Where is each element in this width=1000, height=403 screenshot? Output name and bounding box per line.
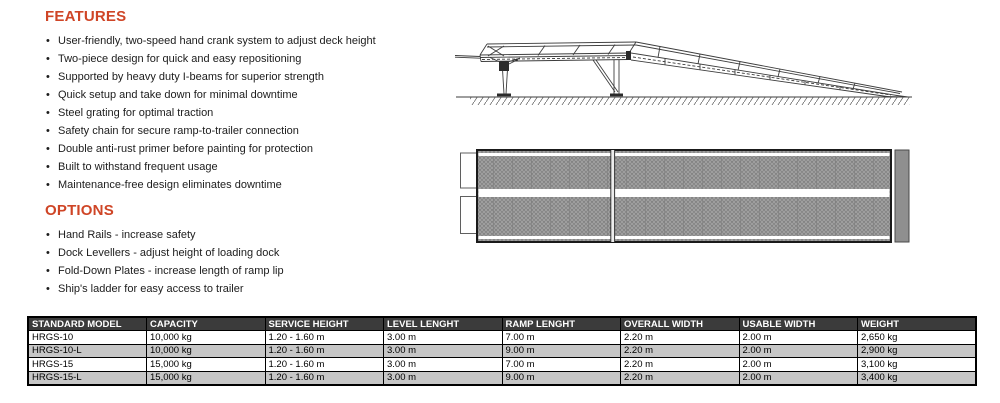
table-cell: 3.00 m: [383, 330, 503, 345]
column-header-capacity: CAPACITY: [146, 316, 266, 331]
table-cell: 15,000 kg: [146, 370, 266, 386]
table-cell: 9.00 m: [501, 343, 621, 358]
table-row: HRGS-10 10,000 kg 1.20 - 1.60 m 3.00 m 7…: [27, 330, 977, 345]
options-list: Hand Rails - increase safety Dock Levell…: [45, 226, 445, 298]
features-section: FEATURES User-friendly, two-speed hand c…: [45, 8, 445, 194]
option-item: Ship's ladder for easy access to trailer: [45, 280, 445, 298]
table-cell: 10,000 kg: [146, 343, 266, 358]
features-list: User-friendly, two-speed hand crank syst…: [45, 32, 445, 194]
table-cell: 2.20 m: [620, 357, 740, 372]
table-cell: 1.20 - 1.60 m: [264, 357, 384, 372]
feature-item: Built to withstand frequent usage: [45, 158, 445, 176]
table-cell: 3.00 m: [383, 370, 503, 386]
feature-item: Maintenance-free design eliminates downt…: [45, 176, 445, 194]
feature-item: Steel grating for optimal traction: [45, 104, 445, 122]
feature-item: Supported by heavy duty I-beams for supe…: [45, 68, 445, 86]
ramp-top-view-drawing: [455, 145, 915, 245]
table-cell: 2.20 m: [620, 343, 740, 358]
column-header-usable-width: USABLE WIDTH: [738, 316, 858, 331]
table-cell: 7.00 m: [501, 330, 621, 345]
column-header-service-height: SERVICE HEIGHT: [264, 316, 384, 331]
table-row: HRGS-15 15,000 kg 1.20 - 1.60 m 3.00 m 7…: [27, 357, 977, 372]
table-cell: 2.20 m: [620, 330, 740, 345]
ramp-top-view-svg: [460, 149, 910, 243]
ramp-side-view-svg: [454, 41, 912, 105]
table-cell: 3.00 m: [383, 343, 503, 358]
column-header-ramp-length: RAMP LENGHT: [501, 316, 621, 331]
feature-item: Quick setup and take down for minimal do…: [45, 86, 445, 104]
option-item: Hand Rails - increase safety: [45, 226, 445, 244]
table-cell: HRGS-10: [27, 330, 147, 345]
table-cell: HRGS-10-L: [27, 343, 147, 358]
column-header-weight: WEIGHT: [857, 316, 977, 331]
table-cell: 15,000 kg: [146, 357, 266, 372]
table-cell: 2.00 m: [738, 343, 858, 358]
table-cell: 1.20 - 1.60 m: [264, 370, 384, 386]
column-header-level-length: LEVEL LENGHT: [383, 316, 503, 331]
spec-table-head: STANDARD MODEL CAPACITY SERVICE HEIGHT L…: [27, 316, 977, 331]
table-cell: HRGS-15: [27, 357, 147, 372]
table-row: HRGS-15-L 15,000 kg 1.20 - 1.60 m 3.00 m…: [27, 370, 977, 386]
table-cell: 2.00 m: [738, 357, 858, 372]
table-cell: 9.00 m: [501, 370, 621, 386]
table-cell: 10,000 kg: [146, 330, 266, 345]
options-heading: OPTIONS: [45, 202, 114, 219]
spec-table: STANDARD MODEL CAPACITY SERVICE HEIGHT L…: [27, 316, 977, 386]
options-section: OPTIONS Hand Rails - increase safety Doc…: [45, 202, 445, 298]
option-item: Fold-Down Plates - increase length of ra…: [45, 262, 445, 280]
table-cell: 3,100 kg: [857, 357, 977, 372]
table-header-row: STANDARD MODEL CAPACITY SERVICE HEIGHT L…: [27, 316, 977, 331]
table-cell: 7.00 m: [501, 357, 621, 372]
feature-item: Safety chain for secure ramp-to-trailer …: [45, 122, 445, 140]
table-cell: 2.20 m: [620, 370, 740, 386]
table-cell: 2.00 m: [738, 330, 858, 345]
option-item: Dock Levellers - adjust height of loadin…: [45, 244, 445, 262]
table-row: HRGS-10-L 10,000 kg 1.20 - 1.60 m 3.00 m…: [27, 343, 977, 358]
spec-table-body: HRGS-10 10,000 kg 1.20 - 1.60 m 3.00 m 7…: [27, 330, 977, 386]
ramp-side-view-drawing: [450, 30, 920, 110]
column-header-overall-width: OVERALL WIDTH: [620, 316, 740, 331]
table-cell: 1.20 - 1.60 m: [264, 330, 384, 345]
table-cell: 3.00 m: [383, 357, 503, 372]
feature-item: User-friendly, two-speed hand crank syst…: [45, 32, 445, 50]
table-cell: 2,650 kg: [857, 330, 977, 345]
feature-item: Double anti-rust primer before painting …: [45, 140, 445, 158]
table-cell: 3,400 kg: [857, 370, 977, 386]
column-header-standard-model: STANDARD MODEL: [27, 316, 147, 331]
features-heading: FEATURES: [45, 8, 127, 25]
table-cell: 2,900 kg: [857, 343, 977, 358]
table-cell: HRGS-15-L: [27, 370, 147, 386]
feature-item: Two-piece design for quick and easy repo…: [45, 50, 445, 68]
table-cell: 2.00 m: [738, 370, 858, 386]
table-cell: 1.20 - 1.60 m: [264, 343, 384, 358]
